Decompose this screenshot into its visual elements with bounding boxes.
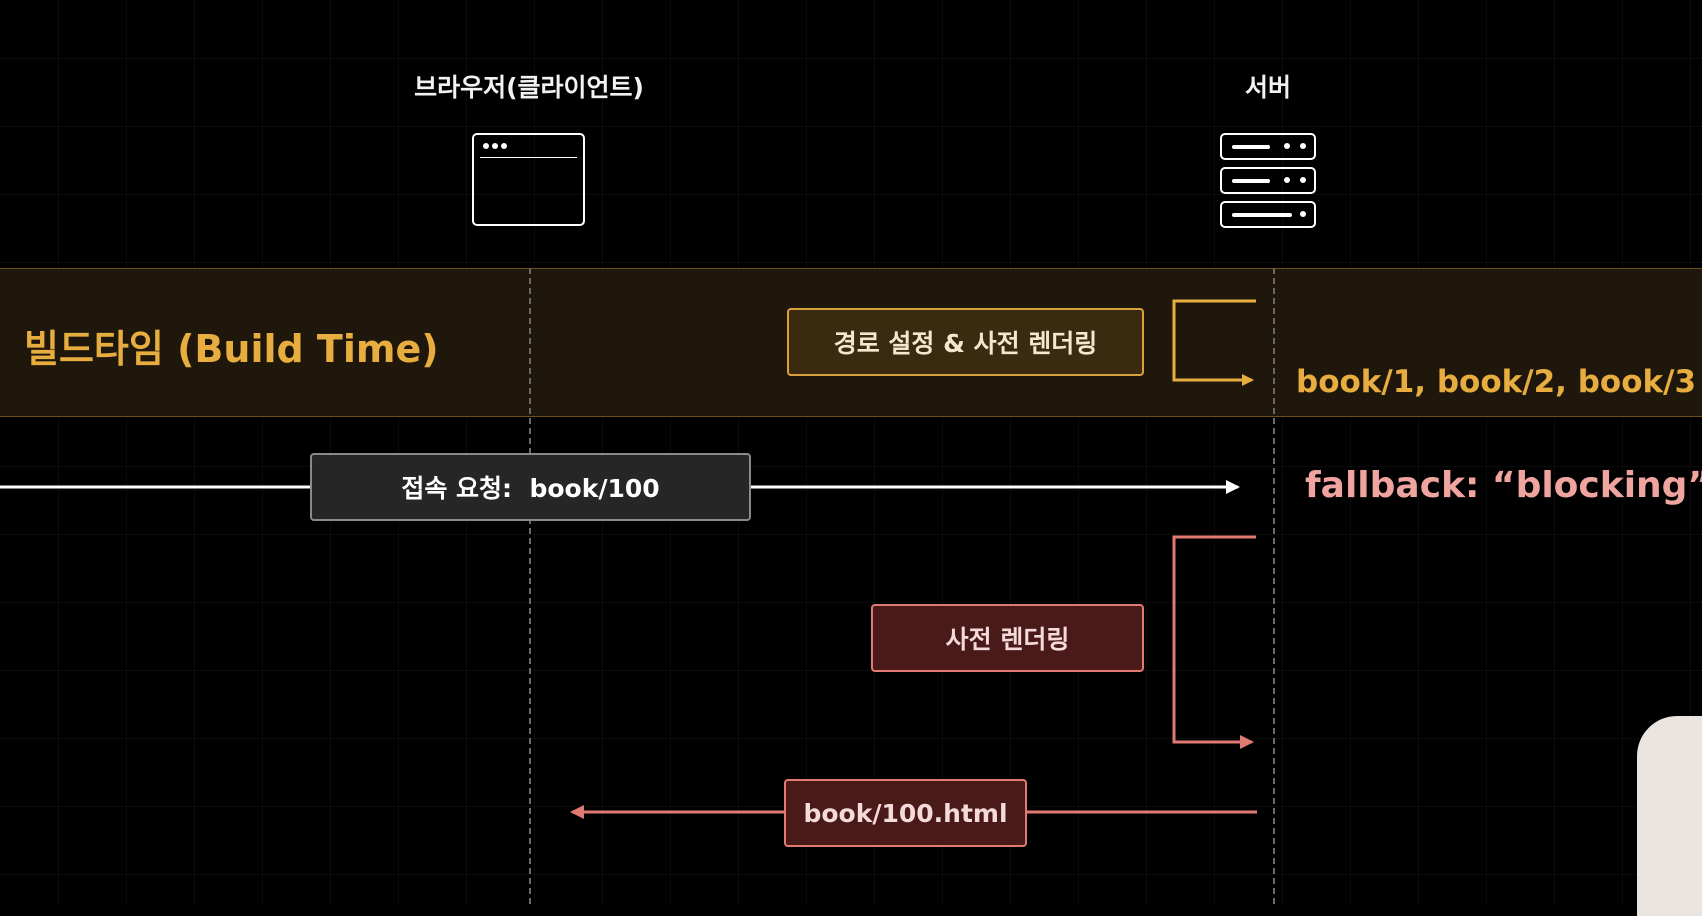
presenter-avatar — [1637, 716, 1702, 916]
server-lifeline — [1273, 268, 1275, 904]
render-box: 사전 렌더링 — [871, 604, 1144, 672]
response-box: book/100.html — [784, 779, 1027, 847]
browser-window-icon — [472, 133, 585, 226]
generated-paths: book/1, book/2, book/3 — [1296, 364, 1697, 400]
render-label: 사전 렌더링 — [945, 625, 1070, 654]
client-label: 브라우저(클라이언트) — [414, 73, 644, 102]
build-step-box: 경로 설정 & 사전 렌더링 — [787, 308, 1144, 376]
build-step-label: 경로 설정 & 사전 렌더링 — [833, 329, 1098, 358]
build-loop-arrow — [1172, 299, 1256, 386]
server-label: 서버 — [1244, 73, 1291, 102]
request-box: 접속 요청: book/100 — [310, 453, 751, 521]
fallback-label: fallback: “blocking” — [1305, 465, 1702, 506]
client-lifeline — [529, 268, 531, 904]
render-loop-arrow — [1172, 535, 1256, 749]
response-label: book/100.html — [803, 798, 1008, 828]
server-rack-icon — [1220, 133, 1318, 229]
request-label: 접속 요청: book/100 — [401, 474, 660, 503]
build-time-title: 빌드타임 (Build Time) — [24, 327, 439, 371]
